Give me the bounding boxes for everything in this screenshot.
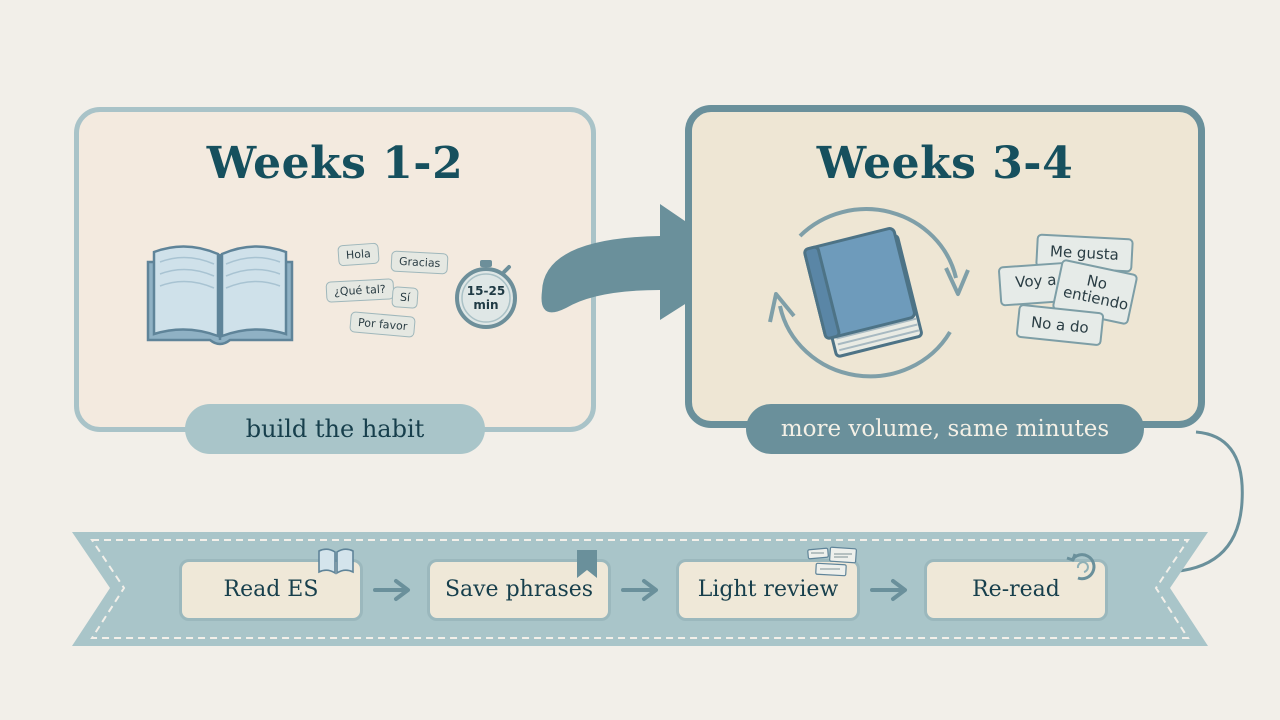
mini-book-icon [318,548,354,575]
closed-book-icon [803,227,923,358]
phrase-card: Sí [391,286,419,309]
phrase-card: ¿Qué tal? [325,278,395,303]
phase-title: Weeks 1-2 [206,138,464,189]
phrase-card: Hola [337,242,380,267]
phase-title: Weeks 3-4 [816,138,1074,189]
open-book-icon [146,245,294,346]
cycle-arrows-icon [768,207,970,379]
workflow-step-read: Read ES [179,559,363,621]
timer-unit-label: min [473,298,498,312]
phase-caption: more volume, same minutes [746,404,1144,454]
reload-icon [1066,553,1096,581]
bookmark-icon [577,550,597,578]
workflow-step-reread: Re-read [924,559,1108,621]
arrow-right-icon [870,579,907,601]
phase-caption: build the habit [185,404,485,454]
arrow-right-icon [621,579,658,601]
loop-connector-icon [1165,430,1244,574]
mini-cards-icon [807,546,857,577]
phrase-card: Gracias [390,250,449,275]
workflow-step-save: Save phrases [427,559,611,621]
stopwatch-icon: 15-25 min [455,260,517,329]
timer-range-label: 15-25 [467,284,505,298]
arrow-right-icon [373,579,410,601]
